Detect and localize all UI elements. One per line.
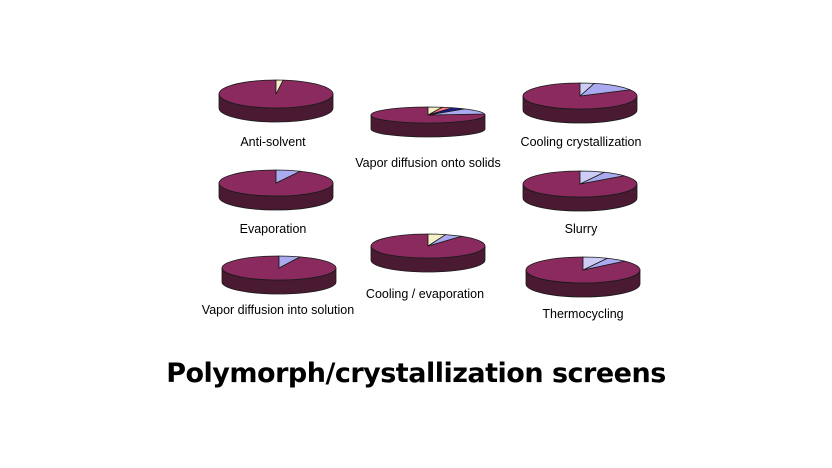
- pie-chart-slurry: [522, 170, 638, 212]
- pie-label-vapor-diffusion-into-solution: Vapor diffusion into solution: [183, 302, 373, 318]
- pie-chart-anti-solvent: [218, 79, 334, 123]
- pie-label-cooling-evaporation: Cooling / evaporation: [365, 287, 485, 301]
- pie-slice-2: [275, 79, 284, 95]
- pie-label-thermocycling: Thermocycling: [542, 307, 624, 321]
- pie-label-text: Vapor diffusion into solution: [201, 303, 355, 317]
- pie-slice-3: [579, 170, 605, 185]
- pie-slice-2: [275, 169, 301, 184]
- pie-chart-vapor-diffusion-into-solution: [221, 255, 337, 295]
- pie-slice-3: [582, 256, 608, 271]
- pie-label-cooling-crystallization: Cooling crystallization: [520, 135, 642, 149]
- pie-label-text: Vapor diffusion onto solids: [355, 156, 501, 170]
- pie-slice-1: [370, 106, 486, 124]
- pie-chart-cooling-evaporation: [370, 233, 486, 273]
- slide-title: Polymorph/crystallization screens: [166, 358, 666, 389]
- pie-chart-evaporation: [218, 169, 334, 211]
- pie-label-anti-solvent: Anti-solvent: [240, 135, 306, 149]
- pie-slice-3: [579, 82, 595, 97]
- pie-chart-thermocycling: [525, 256, 641, 298]
- pie-label-evaporation: Evaporation: [239, 222, 307, 236]
- pie-slice-5: [427, 106, 443, 116]
- pie-slice-3: [427, 233, 447, 247]
- pie-label-slurry: Slurry: [564, 222, 598, 236]
- pie-chart-cooling-crystallization: [522, 82, 638, 124]
- pie-label-vapor-diffusion-onto-solids: Vapor diffusion onto solids: [333, 155, 523, 171]
- pie-slice-2: [278, 255, 301, 269]
- pie-chart-vapor-diffusion-onto-solids: [370, 106, 486, 138]
